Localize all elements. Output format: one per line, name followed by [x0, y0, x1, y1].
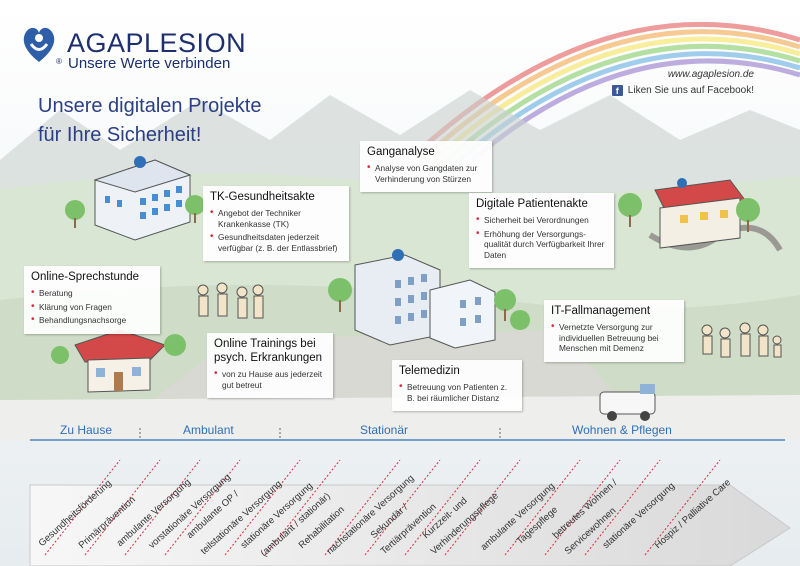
card-item: Analyse von Gangdaten zur Verhinderung v… [367, 163, 485, 184]
card-item: von zu Hause aus jederzeit gut betreut [214, 369, 326, 390]
title-line-2: für Ihre Sicherheit! [38, 124, 202, 146]
people-group-right [701, 322, 782, 358]
facebook-icon: f [611, 85, 623, 96]
card-item: Angebot der Techniker Krankenkasse (TK) [210, 208, 342, 229]
card-item: Behandlungsnachsorge [31, 315, 153, 326]
stage-ambulant: Ambulant [183, 423, 234, 437]
clinic-building [93, 156, 192, 241]
trees [51, 193, 760, 364]
card-it-fallmanagement: IT-Fallmanagement Vernetzte Versorgung z… [544, 300, 684, 362]
facebook-label: Liken Sie uns auf Facebook! [627, 85, 754, 96]
card-item: Vernetzte Versorgung zur individuellen B… [551, 322, 677, 354]
card-online-sprechstunde: Online-Sprechstunde Beratung Klärung von… [24, 266, 160, 334]
registered-mark: ® [56, 57, 62, 66]
card-title: Online Trainings bei psych. Erkrankungen [214, 338, 323, 364]
ambulance [599, 384, 656, 421]
title-line-1: Unsere digitalen Projekte [38, 95, 262, 117]
card-tk-gesundheitsakte: TK-Gesundheitsakte Angebot der Techniker… [203, 186, 349, 261]
care-arrow [29, 484, 791, 566]
stage-stationaer: Stationär [360, 423, 409, 437]
step-dividers [44, 459, 721, 556]
card-title: Telemedizin [399, 365, 460, 377]
card-telemedizin: Telemedizin Betreuung von Patienten z. B… [392, 360, 522, 411]
card-item: Klärung von Fragen [31, 302, 153, 313]
page-title: Unsere digitalen Projekte für Ihre Siche… [38, 92, 261, 150]
card-title: Ganganalyse [367, 146, 435, 158]
hospital-building [354, 249, 496, 349]
stage-zu-hause: Zu Hause [60, 423, 113, 437]
card-item: Betreuung von Patienten z. B. bei räumli… [399, 382, 515, 403]
card-title: IT-Fallmanagement [551, 305, 651, 317]
card-ganganalyse: Ganganalyse Analyse von Gangdaten zur Ve… [360, 141, 492, 192]
website-link[interactable]: www.agaplesion.de [667, 69, 754, 80]
stage-wohnen-pflegen: Wohnen & Pflegen [572, 423, 672, 437]
brand-name: AGAPLESION [67, 28, 247, 58]
card-item: Gesundheitsdaten jederzeit verfügbar (z.… [210, 232, 342, 253]
brand-tagline: Unsere Werte verbinden [68, 55, 231, 72]
card-digitale-patientenakte: Digitale Patientenakte Sicherheit bei Ve… [469, 193, 614, 268]
card-item: Beratung [31, 288, 153, 299]
card-title: TK-Gesundheitsakte [210, 191, 315, 203]
card-item: Erhöhung der Versorgungs-qualität durch … [476, 229, 607, 261]
facebook-link[interactable]: f Liken Sie uns auf Facebook! [611, 85, 754, 96]
home-house [74, 329, 166, 393]
people-group-center [197, 282, 264, 319]
card-title: Online-Sprechstunde [31, 271, 140, 283]
agaplesion-heart-logo-icon [23, 27, 55, 63]
card-item: Sicherheit bei Verordnungen [476, 215, 607, 226]
card-title: Digitale Patientenakte [476, 198, 588, 210]
care-home [654, 178, 746, 249]
card-online-trainings: Online Trainings bei psych. Erkrankungen… [207, 333, 333, 398]
